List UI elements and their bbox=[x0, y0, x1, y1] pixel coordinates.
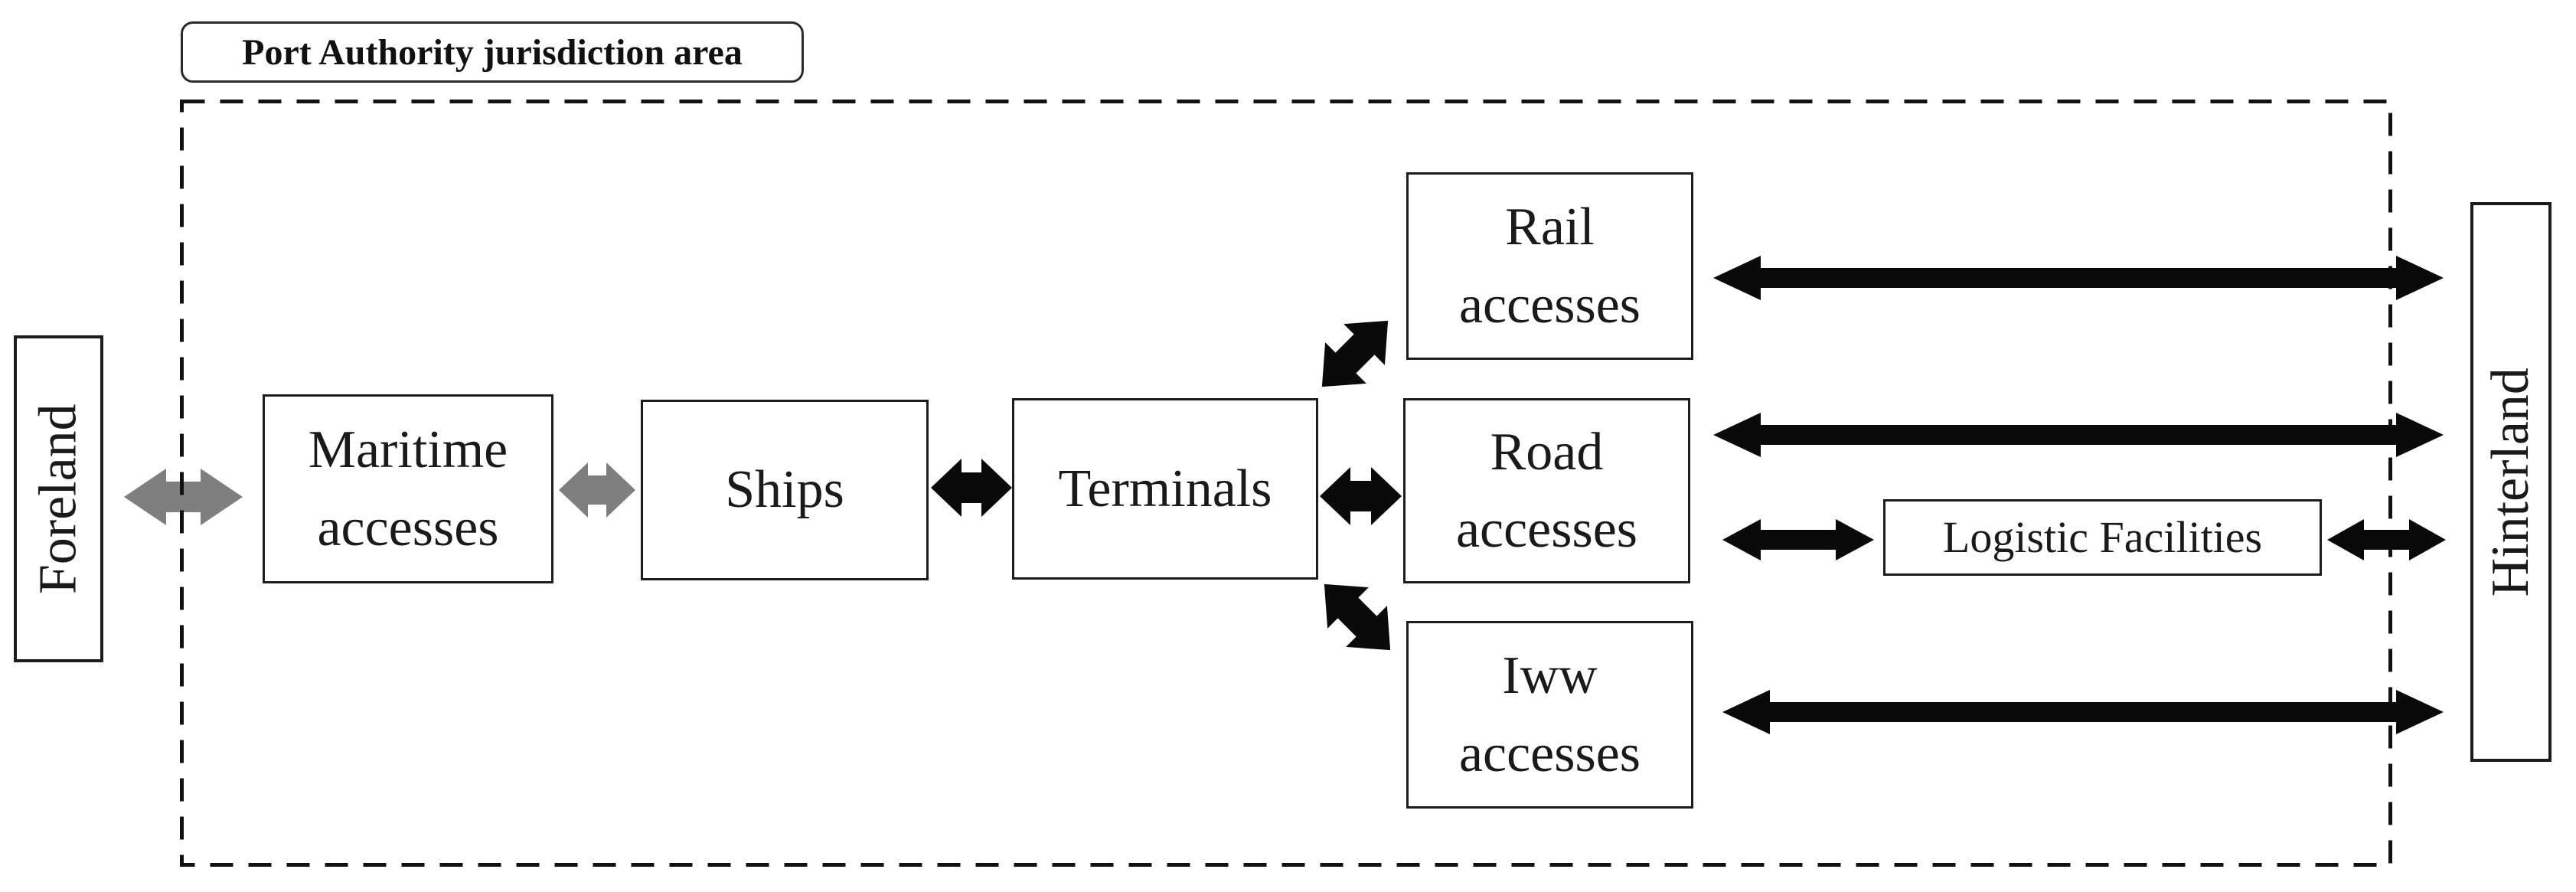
port-authority-jurisdiction-label-text: Port Authority jurisdiction area bbox=[242, 31, 743, 73]
maritime-ships-arrow-icon bbox=[559, 462, 635, 518]
node-foreland-label: Foreland bbox=[28, 404, 88, 594]
road-logistic-arrow-icon bbox=[1722, 519, 1874, 560]
node-logistic-label: Logistic Facilities bbox=[1942, 511, 2263, 562]
node-rail-line2: accesses bbox=[1458, 275, 1641, 335]
rail-hinterland-arrow-icon bbox=[1713, 256, 2444, 300]
node-iww-line2: accesses bbox=[1458, 724, 1641, 783]
node-maritime-line1: Maritime bbox=[308, 420, 508, 479]
node-ships: Ships bbox=[641, 400, 929, 580]
iww-hinterland-arrow-icon bbox=[1722, 690, 2444, 734]
node-hinterland-label: Hinterland bbox=[2481, 367, 2541, 597]
node-terminals-label: Terminals bbox=[1058, 459, 1272, 518]
node-hinterland: Hinterland bbox=[2470, 202, 2552, 762]
node-maritime-line2: accesses bbox=[317, 498, 499, 557]
node-rail-accesses: Rail accesses bbox=[1406, 172, 1693, 360]
node-maritime-accesses: Maritime accesses bbox=[263, 394, 553, 583]
node-iww-line1: Iww bbox=[1502, 646, 1598, 705]
terminals-rail-diagonal-arrow-icon bbox=[1321, 320, 1389, 387]
node-terminals: Terminals bbox=[1012, 398, 1318, 580]
node-rail-line1: Rail bbox=[1505, 198, 1595, 256]
jurisdiction-boundary bbox=[180, 100, 2392, 867]
node-road-line1: Road bbox=[1490, 422, 1604, 482]
logistic-hinterland-arrow-icon bbox=[2327, 519, 2446, 560]
node-logistic-facilities: Logistic Facilities bbox=[1883, 499, 2322, 576]
node-road-line2: accesses bbox=[1455, 500, 1638, 559]
terminals-road-arrow-icon bbox=[1320, 467, 1402, 525]
ships-terminals-arrow-icon bbox=[931, 459, 1012, 517]
road-hinterland-arrow-icon bbox=[1713, 413, 2444, 457]
node-ships-label: Ships bbox=[725, 460, 844, 520]
foreland-maritime-arrow-icon bbox=[124, 469, 243, 525]
node-road-accesses: Road accesses bbox=[1403, 398, 1690, 583]
terminals-iww-diagonal-arrow-icon bbox=[1324, 583, 1391, 651]
port-authority-jurisdiction-label: Port Authority jurisdiction area bbox=[181, 21, 804, 83]
node-iww-accesses: Iww accesses bbox=[1406, 621, 1693, 809]
node-foreland: Foreland bbox=[14, 335, 103, 662]
